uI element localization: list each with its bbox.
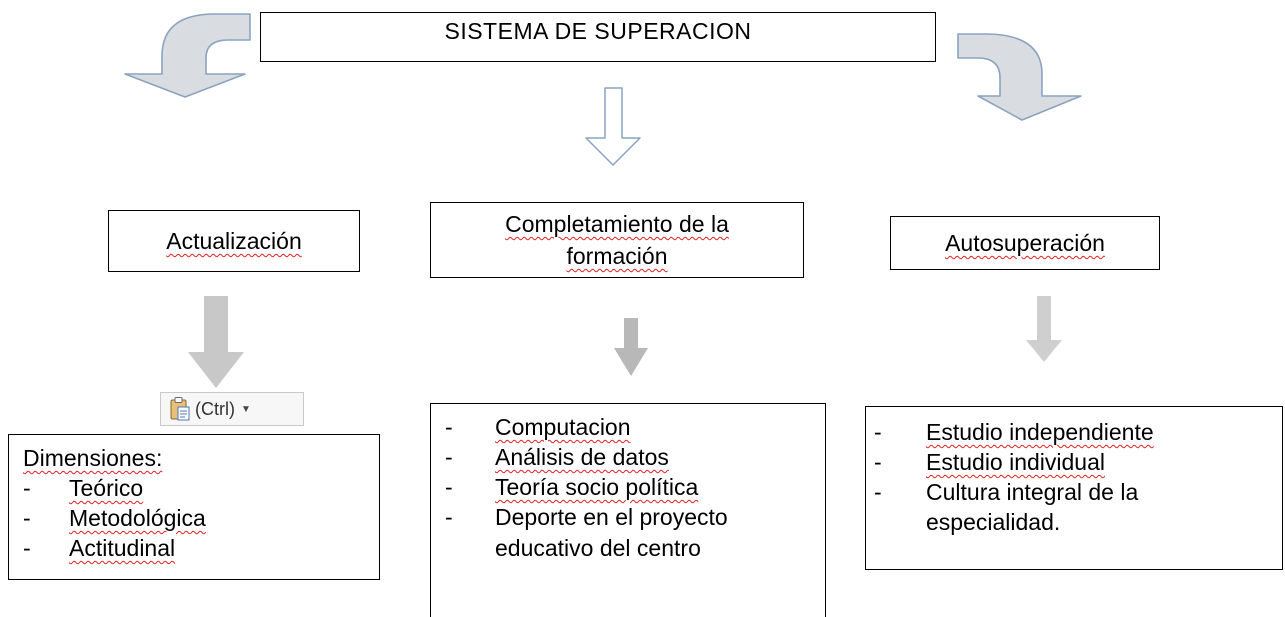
list-item: - Deporte en el proyecto educativo del ce…: [431, 502, 735, 564]
category-completamiento: Completamiento de la formación: [430, 202, 804, 278]
category-label-completamiento-text: Completamiento de la: [505, 211, 729, 237]
list-item: - Estudio independiente: [866, 417, 1206, 447]
paste-options-label: (Ctrl): [195, 398, 235, 419]
list-box-actualizacion: Dimensiones: - Teórico - Metodológica - Act…: [8, 434, 380, 580]
list-item: - Teórico: [9, 473, 379, 503]
category-label-actualizacion: Actualización: [166, 228, 302, 254]
category-actualizacion: Actualización: [108, 210, 360, 272]
title-box: SISTEMA DE SUPERACION: [260, 12, 936, 62]
list-dash: -: [874, 419, 882, 445]
down-arrow-center: [585, 87, 641, 166]
down-arrow-col3: [1026, 296, 1062, 362]
list-completamiento: - Computacion - Análisis de datos - Teoría …: [431, 412, 731, 564]
list-dash: -: [445, 504, 453, 530]
paste-options-button[interactable]: (Ctrl) ▼: [160, 392, 304, 426]
diagram-title: SISTEMA DE SUPERACION: [444, 17, 752, 44]
down-arrow-col1: [188, 296, 244, 388]
clipboard-icon: [169, 396, 191, 422]
category-label-completamiento-line2: formación: [566, 243, 668, 269]
list-dash: -: [23, 475, 31, 501]
list-item-text: Computacion: [495, 414, 631, 440]
list-item-text: Estudio independiente: [926, 419, 1154, 445]
list-dash: -: [23, 535, 31, 561]
list-dash: -: [445, 444, 453, 470]
list-heading-text: Dimensiones:: [23, 445, 163, 471]
list-autosuperacion: - Estudio independiente - Estudio individu…: [866, 417, 1206, 537]
category-label-completamiento-line1: Completamiento de la: [505, 208, 729, 240]
list-dash: -: [445, 474, 453, 500]
list-actualizacion: - Teórico - Metodológica - Actitudinal: [9, 473, 379, 563]
chevron-down-icon: ▼: [240, 403, 251, 415]
list-dash: -: [445, 414, 453, 440]
list-item: - Cultura integral de la especialidad.: [866, 477, 1206, 537]
list-heading-dimensiones: Dimensiones:: [23, 443, 379, 473]
curved-arrow-left: [124, 13, 251, 98]
list-item-text: Cultura integral de la especialidad.: [926, 479, 1139, 535]
list-item-text: Teórico: [69, 475, 144, 501]
list-item-text: Deporte en el proyecto educativo del cen…: [495, 504, 728, 561]
list-item: - Teoría socio política: [431, 472, 731, 502]
category-autosuperacion: Autosuperación: [890, 216, 1160, 270]
list-item: - Estudio individual: [866, 447, 1206, 477]
list-item-text: Actitudinal: [69, 535, 176, 561]
list-dash: -: [23, 505, 31, 531]
list-box-completamiento: - Computacion - Análisis de datos - Teoría …: [430, 403, 826, 617]
list-item: - Computacion: [431, 412, 731, 442]
curved-arrow-right: [957, 33, 1082, 121]
list-dash: -: [874, 479, 882, 505]
category-label-autosuperacion: Autosuperación: [945, 230, 1105, 256]
list-item: - Actitudinal: [9, 533, 379, 563]
list-item-text: Metodológica: [69, 505, 206, 531]
list-item: - Metodológica: [9, 503, 379, 533]
down-arrow-col2: [614, 318, 648, 376]
list-item-text: Estudio individual: [926, 449, 1106, 475]
list-item-text: Teoría socio política: [495, 474, 699, 500]
list-item: - Análisis de datos: [431, 442, 731, 472]
list-dash: -: [874, 449, 882, 475]
list-box-autosuperacion: - Estudio independiente - Estudio individu…: [865, 406, 1283, 570]
list-item-text: Análisis de datos: [495, 444, 669, 470]
